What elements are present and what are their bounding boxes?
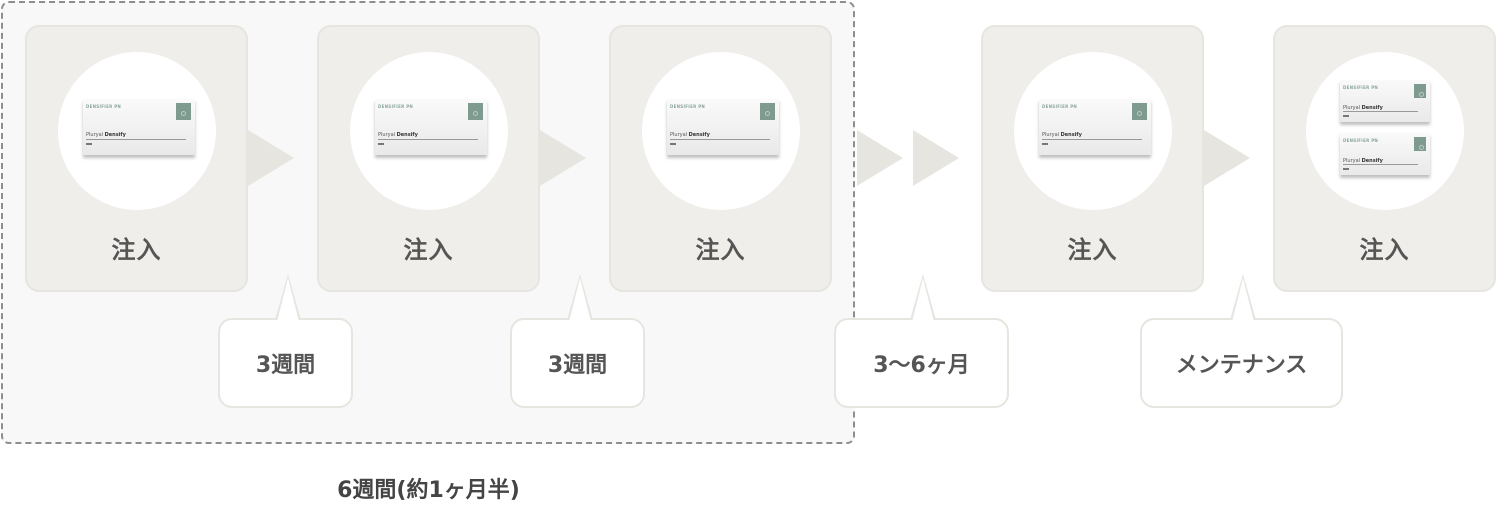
step-card-4: DENSIFIER PN Pluryal Densify 注入 [981,25,1204,292]
product-volume [378,143,384,145]
product-name: Pluryal Densify [670,132,710,138]
interval-label: 3〜6ヶ月 [873,353,970,378]
bubble-pointer-fill [569,278,591,322]
interval-bubble-1: 3週間 [218,274,353,408]
product-volume [1042,143,1048,145]
interval-label: 3週間 [547,353,608,378]
arrow-right-icon [913,130,959,186]
step-card-5: DENSIFIER PN Pluryal Densify DENSIFIER P… [1273,25,1496,292]
pluryal-logo-icon [1414,137,1426,151]
step-label: 注入 [695,236,746,264]
step-label: 注入 [1067,236,1118,264]
product-box-image: DENSIFIER PN Pluryal Densify [667,99,779,155]
product-box-image: DENSIFIER PN Pluryal Densify [375,99,487,155]
arrow-right-icon [1204,130,1250,186]
pluryal-logo-icon [1414,84,1426,98]
product-box-image: DENSIFIER PN Pluryal Densify [83,99,195,155]
bubble-pointer-fill [1232,278,1254,322]
product-name: Pluryal Densify [1343,158,1383,164]
product-box-image: DENSIFIER PN Pluryal Densify [1039,99,1151,155]
product-brand: DENSIFIER PN [1042,104,1078,109]
product-brand: DENSIFIER PN [1343,85,1379,90]
interval-bubble-2: 3週間 [510,274,645,408]
product-brand: DENSIFIER PN [378,104,414,109]
arrow-right-icon [857,130,903,186]
product-description-line [1343,164,1418,165]
product-image-circle: DENSIFIER PN Pluryal Densify [58,52,216,210]
step-card-2: DENSIFIER PN Pluryal Densify 注入 [317,25,540,292]
product-box-image: DENSIFIER PN Pluryal Densify [1340,133,1430,175]
interval-label: メンテナンス [1175,353,1308,378]
arrow-right-icon [540,130,586,186]
product-image-circle: DENSIFIER PN Pluryal Densify [1014,52,1172,210]
product-brand: DENSIFIER PN [86,104,122,109]
product-description-line [1042,139,1142,140]
product-volume [1343,115,1349,117]
step-label: 注入 [1359,236,1410,264]
product-description-line [670,139,770,140]
product-volume [670,143,676,145]
pluryal-logo-icon [760,103,775,120]
group-duration-caption: 6週間(約1ヶ月半) [337,478,520,503]
product-description-line [378,139,478,140]
arrow-right-icon [248,130,294,186]
product-box-image: DENSIFIER PN Pluryal Densify [1340,80,1430,122]
product-description-line [1343,111,1418,112]
product-image-circle: DENSIFIER PN Pluryal Densify [350,52,508,210]
step-card-1: DENSIFIER PN Pluryal Densify 注入 [25,25,248,292]
product-brand: DENSIFIER PN [670,104,706,109]
step-card-3: DENSIFIER PN Pluryal Densify 注入 [609,25,832,292]
bubble-pointer-fill [912,278,934,322]
product-image-circle: DENSIFIER PN Pluryal Densify [642,52,800,210]
product-name: Pluryal Densify [378,132,418,138]
product-description-line [86,139,186,140]
pluryal-logo-icon [468,103,483,120]
bubble-pointer-fill [277,278,299,322]
product-volume [1343,168,1349,170]
product-image-circle: DENSIFIER PN Pluryal Densify DENSIFIER P… [1306,52,1464,210]
product-volume [86,143,92,145]
product-brand: DENSIFIER PN [1343,138,1379,143]
interval-label: 3週間 [255,353,316,378]
step-label: 注入 [403,236,454,264]
product-name: Pluryal Densify [86,132,126,138]
pluryal-logo-icon [1132,103,1147,120]
product-name: Pluryal Densify [1343,105,1383,111]
interval-bubble-4: メンテナンス [1140,274,1343,408]
product-name: Pluryal Densify [1042,132,1082,138]
interval-bubble-3: 3〜6ヶ月 [834,274,1009,408]
step-label: 注入 [111,236,162,264]
pluryal-logo-icon [176,103,191,120]
